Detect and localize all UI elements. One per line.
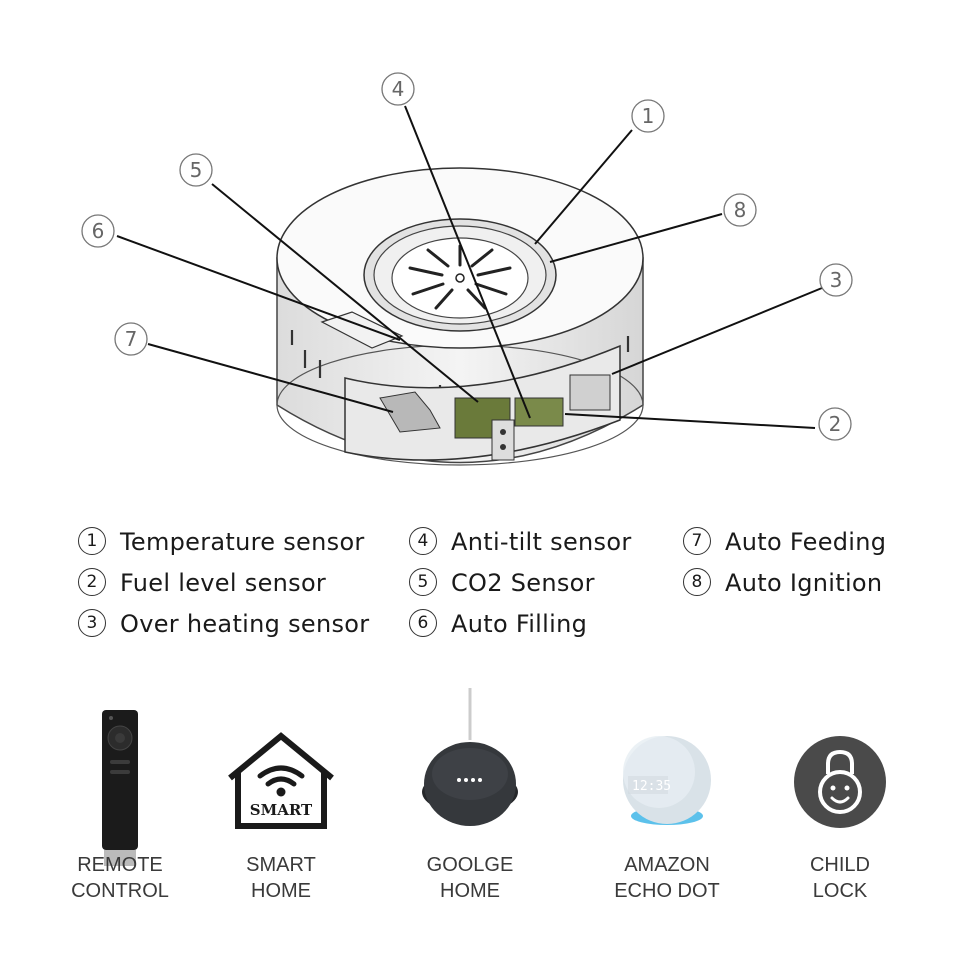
fire-pit-body [276, 167, 644, 466]
feature-label-line1: REMOTE [77, 854, 163, 876]
feature-label-line1: AMAZON [624, 854, 710, 876]
amazon-echo-dot-label: AMAZON ECHO DOT [602, 852, 732, 904]
feature-label-line2: HOME [251, 880, 311, 902]
remote-control-label: REMOTE CONTROL [60, 852, 180, 904]
legend-item-4: 4 Anti-tilt sensor [409, 527, 632, 557]
legend-item-6: 6 Auto Filling [409, 609, 588, 639]
callout-3-number: 3 [830, 268, 843, 292]
feature-amazon-echo-dot: 12:35 AMAZON ECHO DOT [602, 680, 732, 920]
child-lock-label: CHILD LOCK [790, 852, 890, 904]
callout-6: 6 [81, 214, 115, 248]
feature-label-line2: HOME [440, 880, 500, 902]
leader-lines [116, 105, 823, 429]
legend-item-5: 5 CO2 Sensor [409, 568, 595, 598]
legend-label: Auto Filling [451, 610, 588, 638]
feature-remote-control: REMOTE CONTROL [60, 680, 180, 920]
legend-number: 7 [683, 527, 711, 555]
callout-markers: 1 2 3 4 5 6 7 8 [81, 72, 853, 441]
child-lock-icon [794, 736, 886, 828]
google-home-label: GOOLGE HOME [410, 852, 530, 904]
feature-smart-home: SMART SMART HOME [220, 680, 342, 920]
legend-number: 6 [409, 609, 437, 637]
feature-label-line2: CONTROL [71, 880, 169, 902]
legend-number: 2 [78, 568, 106, 596]
legend-item-3: 3 Over heating sensor [78, 609, 370, 639]
callout-2-number: 2 [829, 412, 842, 436]
callout-7: 7 [114, 322, 148, 356]
legend-label: Temperature sensor [120, 528, 365, 556]
google-home-icon [422, 688, 518, 826]
legend-number: 3 [78, 609, 106, 637]
callout-1: 1 [631, 99, 665, 133]
smart-badge-text: SMART [250, 801, 313, 819]
legend-label: Fuel level sensor [120, 569, 327, 597]
legend-item-7: 7 Auto Feeding [683, 527, 887, 557]
fire-pit-diagram: 1 2 3 4 5 6 7 8 [81, 72, 853, 466]
legend-number: 8 [683, 568, 711, 596]
callout-7-number: 7 [125, 327, 138, 351]
remote-control-icon [102, 710, 138, 866]
legend-label: Auto Feeding [725, 528, 887, 556]
feature-label-line1: SMART [246, 854, 316, 876]
feature-label-line2: ECHO DOT [614, 880, 720, 902]
feature-child-lock: CHILD LOCK [790, 680, 890, 920]
callout-2: 2 [818, 407, 852, 441]
legend-item-2: 2 Fuel level sensor [78, 568, 327, 598]
legend-number: 1 [78, 527, 106, 555]
callout-5: 5 [179, 153, 213, 187]
callout-6-number: 6 [92, 219, 105, 243]
amazon-echo-dot-icon: 12:35 [623, 736, 711, 825]
callout-4-number: 4 [392, 77, 405, 101]
feature-label-line1: GOOLGE [426, 854, 514, 876]
legend-label: Anti-tilt sensor [451, 528, 632, 556]
echo-clock-display: 12:35 [632, 779, 671, 794]
feature-label-line1: CHILD [809, 854, 870, 876]
legend-label: Over heating sensor [120, 610, 370, 638]
smart-home-label: SMART HOME [220, 852, 342, 904]
legend-number: 5 [409, 568, 437, 596]
sensor-legend: 1 Temperature sensor 2 Fuel level sensor 3… [0, 527, 960, 658]
callout-8: 8 [723, 193, 757, 227]
legend-label: CO2 Sensor [451, 569, 595, 597]
callout-8-number: 8 [734, 198, 747, 222]
callout-4: 4 [381, 72, 415, 106]
callout-3: 3 [819, 263, 853, 297]
callout-1-number: 1 [642, 104, 655, 128]
legend-number: 4 [409, 527, 437, 555]
feature-label-line2: LOCK [812, 880, 868, 902]
legend-item-1: 1 Temperature sensor [78, 527, 365, 557]
legend-label: Auto Ignition [725, 569, 883, 597]
callout-5-number: 5 [190, 158, 203, 182]
feature-row: REMOTE CONTROL SMART SMART HOME G [0, 680, 960, 920]
smart-home-icon: SMART [228, 732, 334, 829]
feature-google-home: GOOLGE HOME [410, 680, 530, 920]
legend-item-8: 8 Auto Ignition [683, 568, 883, 598]
